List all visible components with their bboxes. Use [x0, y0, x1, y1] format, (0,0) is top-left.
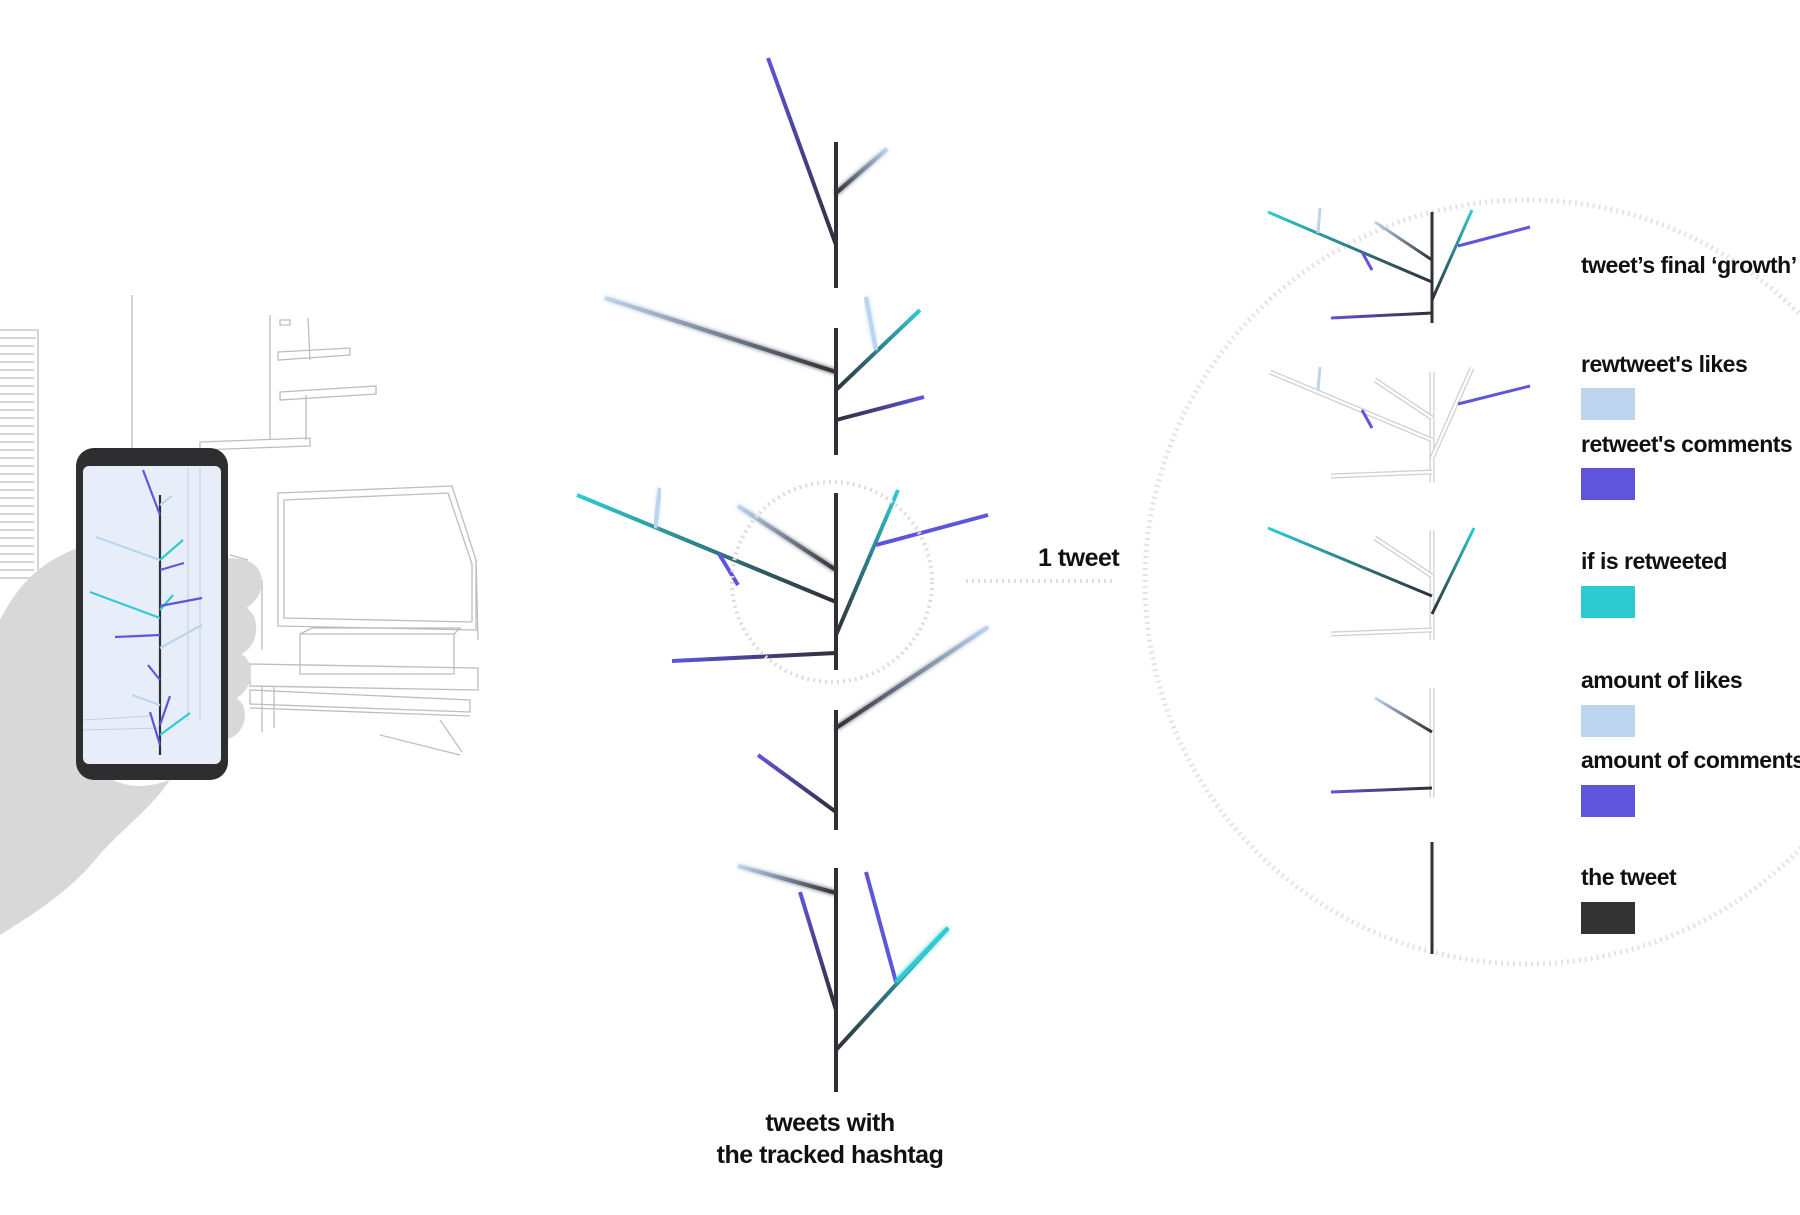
- phone-ar-icon: [76, 448, 228, 780]
- callout-label: 1 tweet: [1038, 544, 1120, 572]
- mini-branch: [141, 469, 162, 516]
- phone-mini-tree: [89, 469, 203, 755]
- legend-label-amount-likes: amount of likes: [1581, 667, 1743, 693]
- retweet-like-branch: [864, 296, 878, 351]
- retweet-branch: [834, 308, 922, 392]
- legend-swatch-amount-likes: [1581, 705, 1635, 737]
- retweet-like-branch: [653, 487, 662, 529]
- mini-branch: [114, 633, 161, 639]
- mini-branch: [148, 711, 162, 746]
- full-comment-branch: [1330, 311, 1433, 320]
- window-blinds: [0, 329, 39, 585]
- retweet-layer-like-ghost-fill: [1374, 378, 1433, 420]
- mini-branch: [89, 590, 161, 620]
- mini-branch: [159, 539, 184, 561]
- mini-branch: [159, 561, 185, 572]
- column-caption-line2: the tracked hashtag: [716, 1141, 944, 1169]
- retweet-layer-comment-2: [1457, 384, 1531, 406]
- retweet-comment-branch: [875, 513, 989, 547]
- mini-branch: [159, 495, 173, 506]
- retweeted-layer-branch: [1267, 526, 1433, 598]
- comment-branch: [798, 891, 838, 1011]
- legend-swatch-retweet-comments: [1581, 468, 1635, 500]
- retweeted-layer-branch-2: [1430, 527, 1476, 615]
- breakdown-circle: [1142, 197, 1800, 967]
- retweet-layer-comment: [1360, 409, 1374, 429]
- full-retweet-comment: [1360, 251, 1374, 271]
- legend-swatch-if-retweeted: [1581, 586, 1635, 618]
- full-retweet-like: [1316, 207, 1322, 234]
- tweet-callout: [730, 480, 1116, 684]
- legend-label-if-retweeted: if is retweeted: [1581, 548, 1727, 574]
- legend-label-retweet-comments: retweet's comments: [1581, 431, 1793, 457]
- like-branch: [834, 147, 889, 195]
- like-branch: [736, 504, 838, 572]
- retweet-branch: [834, 489, 900, 636]
- retweet-branch-tip: [894, 926, 950, 984]
- comment-branch: [766, 57, 838, 246]
- focus-circle: [730, 480, 934, 684]
- television: [277, 485, 479, 641]
- full-retweet-branch: [1267, 210, 1433, 284]
- retweet-layer-comment-ghost-fill: [1330, 470, 1433, 478]
- like-branch: [834, 625, 990, 730]
- amount-layer-like: [1374, 696, 1433, 734]
- mini-branch: [159, 624, 203, 649]
- mini-branch: [131, 693, 161, 707]
- mini-branch: [159, 596, 203, 608]
- mini-branch: [147, 664, 161, 681]
- full-retweet-branch-2: [1430, 209, 1474, 301]
- legend-label-amount-comments: amount of comments: [1581, 747, 1800, 773]
- retweet-comment-branch: [864, 871, 898, 983]
- legend-title: tweet’s final ‘growth’: [1581, 252, 1797, 278]
- retweeted-layer-like-ghost-fill: [1374, 536, 1433, 578]
- amount-layer-comment: [1330, 786, 1433, 794]
- retweeted-layer-comment-ghost-fill: [1330, 628, 1433, 636]
- like-branch: [604, 296, 837, 374]
- comment-branch: [756, 753, 838, 814]
- mini-branch: [158, 695, 172, 726]
- mini-branch: [95, 535, 161, 562]
- legend-swatch-amount-comments: [1581, 785, 1635, 817]
- legend-label-the-tweet: the tweet: [1581, 864, 1677, 890]
- retweet-branch: [576, 493, 837, 604]
- retweet-layer-branch-2-fill: [1430, 367, 1474, 459]
- legend-swatch-retweet-likes: [1581, 388, 1635, 420]
- mini-branch: [159, 594, 174, 611]
- retweet-comment-branch: [717, 552, 740, 587]
- wall-shelves: [199, 315, 377, 451]
- mini-branch: [159, 712, 191, 736]
- comment-branch: [835, 395, 925, 422]
- retweet-layer-like: [1316, 366, 1322, 391]
- tweet-trees-column: [576, 57, 990, 1092]
- column-caption: tweets with the tracked hashtag: [680, 1107, 980, 1171]
- full-like-branch: [1374, 220, 1433, 262]
- legend-label-retweet-likes: rewtweet's likes: [1581, 351, 1748, 377]
- column-caption-line1: tweets with: [765, 1109, 895, 1137]
- tv-console: [249, 627, 479, 756]
- retweet-layer-branch-fill: [1269, 370, 1433, 442]
- hand-illustration: [0, 548, 262, 935]
- full-retweet-comment-2: [1457, 225, 1531, 248]
- like-branch: [737, 864, 837, 895]
- legend-swatch-the-tweet: [1581, 902, 1635, 934]
- comment-branch: [671, 651, 837, 663]
- growth-breakdown: [1267, 207, 1531, 954]
